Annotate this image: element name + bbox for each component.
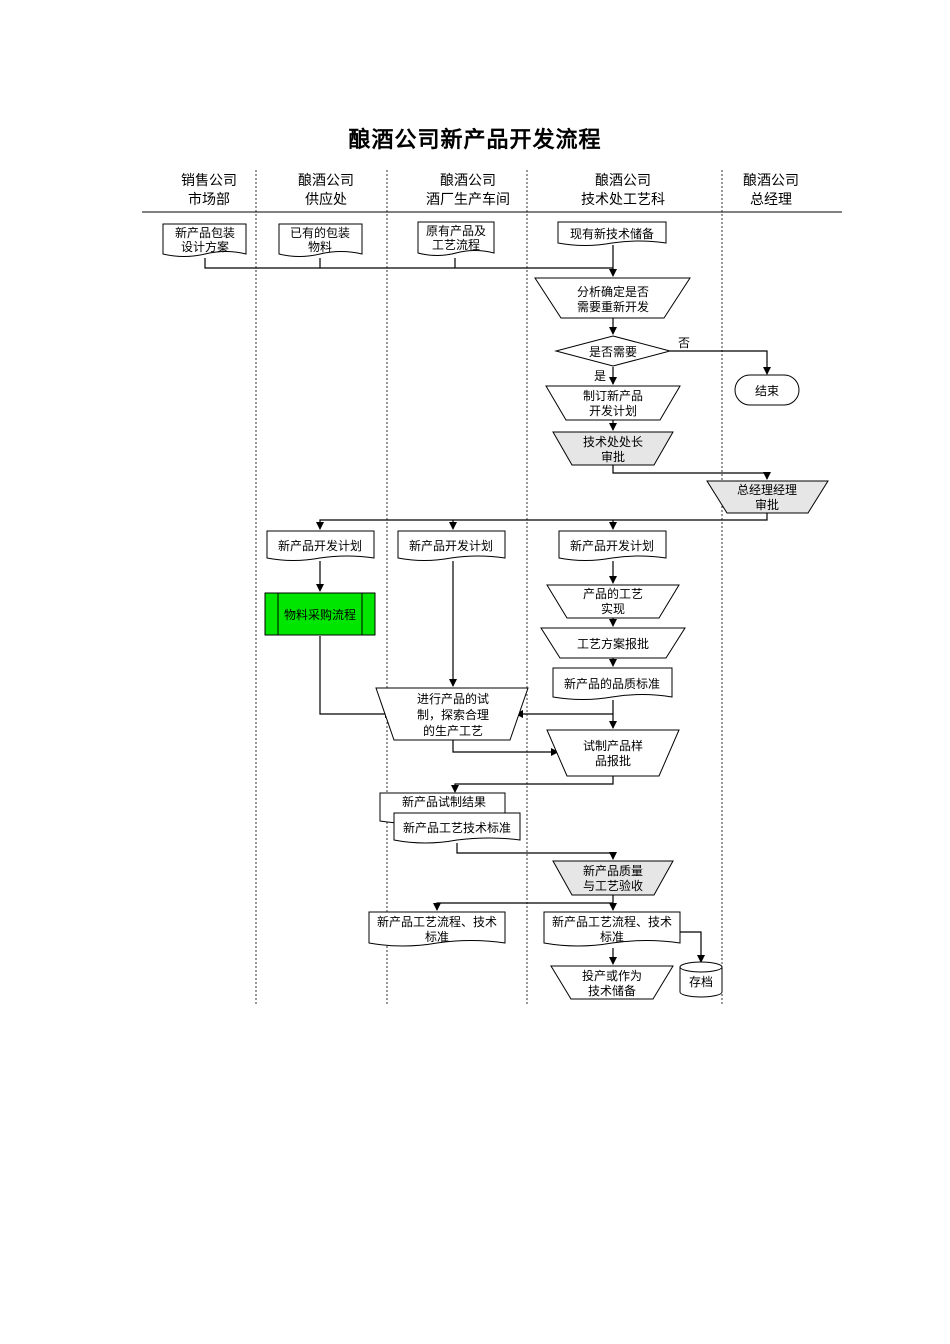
connectors [204,245,771,965]
svg-text:标准: 标准 [600,930,624,944]
svg-text:与工艺验收: 与工艺验收 [583,878,643,893]
svg-text:新产品开发计划: 新产品开发计划 [278,538,362,553]
svg-text:进行产品的试: 进行产品的试 [417,691,489,706]
lane-header-tech: 酿酒公司技术处工艺科 [581,173,665,208]
svg-text:设计方案: 设计方案 [181,239,229,254]
svg-text:现有新技术储备: 现有新技术储备 [570,226,654,241]
svg-text:制，探索合理: 制，探索合理 [417,707,489,722]
svg-text:技术处处长: 技术处处长 [583,435,643,449]
svg-text:存档: 存档 [689,975,713,989]
svg-text:新产品开发计划: 新产品开发计划 [409,538,493,553]
svg-text:实现: 实现 [601,601,625,616]
doc-quality-standard: 新产品的品质标准 [552,667,673,700]
doc-plan-tech: 新产品开发计划 [558,530,667,561]
edge-label-no: 否 [678,336,690,350]
doc-craft-standard: 新产品工艺技术标准 [393,812,521,844]
step-chief-approve: 技术处处长 审批 [552,431,674,466]
svg-text:审批: 审批 [601,449,625,464]
svg-text:新产品工艺流程、技术: 新产品工艺流程、技术 [377,914,497,929]
lane-structure [142,170,842,1005]
doc-final-factory: 新产品工艺流程、技术 标准 [368,911,506,947]
process-purchase: 物料采购流程 [264,592,376,636]
svg-text:新产品试制结果: 新产品试制结果 [402,794,486,809]
doc-tech-reserve: 现有新技术储备 [557,221,667,246]
svg-text:需要重新开发: 需要重新开发 [577,299,649,314]
doc-existing-material: 已有的包装 物料 [278,223,363,257]
svg-text:品报批: 品报批 [595,753,631,768]
svg-text:开发计划: 开发计划 [589,403,637,418]
step-production: 投产或作为 技术储备 [550,965,674,1000]
svg-text:物料: 物料 [308,240,332,254]
step-sample-report: 试制产品样 品报批 [546,729,680,777]
step-craft-realize: 产品的工艺 实现 [546,584,680,619]
svg-text:审批: 审批 [755,497,779,512]
step-quality-accept: 新产品质量 与工艺验收 [552,860,674,896]
svg-text:原有产品及: 原有产品及 [426,224,486,238]
svg-text:工艺流程: 工艺流程 [432,237,480,252]
lane-header-sales: 销售公司市场部 [181,173,237,208]
lane-header-supply: 酿酒公司供应处 [298,173,354,208]
svg-text:投产或作为: 投产或作为 [582,968,642,983]
terminator-end: 结束 [734,374,800,406]
step-trial: 进行产品的试 制，探索合理 的生产工艺 [375,687,529,741]
storage-archive: 存档 [679,961,723,998]
svg-text:制订新产品: 制订新产品 [583,388,643,403]
svg-text:试制产品样: 试制产品样 [583,738,643,753]
step-make-plan: 制订新产品 开发计划 [545,385,681,421]
svg-text:新产品开发计划: 新产品开发计划 [570,538,654,553]
lane-header-gm: 酿酒公司总经理 [743,173,799,208]
doc-pack-design: 新产品包装 设计方案 [162,223,247,257]
svg-text:新产品的品质标准: 新产品的品质标准 [564,676,660,691]
decision-need: 是否需要 [554,335,672,367]
doc-plan-supply: 新产品开发计划 [266,530,375,561]
svg-text:分析确定是否: 分析确定是否 [577,284,649,299]
svg-text:物料采购流程: 物料采购流程 [284,607,356,622]
svg-text:总经理经理: 总经理经理 [737,483,797,497]
svg-text:新产品工艺流程、技术: 新产品工艺流程、技术 [552,914,672,929]
svg-text:已有的包装: 已有的包装 [290,225,350,240]
svg-text:新产品质量: 新产品质量 [583,863,643,878]
step-analyze: 分析确定是否 需要重新开发 [534,277,691,319]
lane-header-factory: 酿酒公司酒厂生产车间 [426,173,510,208]
doc-original-process: 原有产品及 工艺流程 [417,221,495,256]
doc-plan-factory: 新产品开发计划 [397,530,506,561]
svg-text:结束: 结束 [755,384,779,398]
step-gm-approve: 总经理经理 审批 [706,480,829,514]
svg-text:新产品包装: 新产品包装 [175,225,235,240]
svg-text:新产品工艺技术标准: 新产品工艺技术标准 [403,820,511,835]
edge-label-yes: 是 [594,369,606,383]
svg-text:技术储备: 技术储备 [588,983,636,998]
svg-text:产品的工艺: 产品的工艺 [583,586,643,601]
svg-text:标准: 标准 [425,930,449,944]
doc-final-tech: 新产品工艺流程、技术 标准 [543,911,681,947]
page-title: 酿酒公司新产品开发流程 [348,128,602,153]
svg-text:工艺方案报批: 工艺方案报批 [577,636,649,651]
svg-text:的生产工艺: 的生产工艺 [423,723,483,738]
step-craft-report: 工艺方案报批 [540,627,686,659]
svg-text:是否需要: 是否需要 [589,345,637,359]
